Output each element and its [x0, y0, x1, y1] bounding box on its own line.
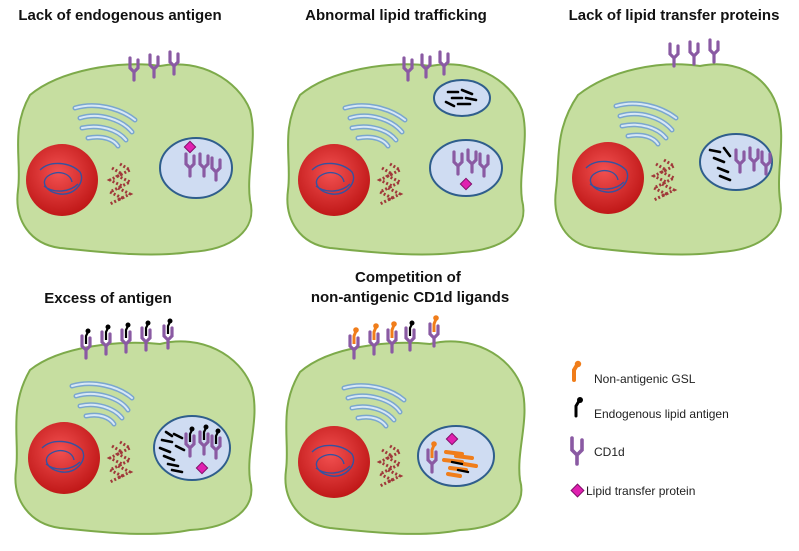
cd1d-with-gsl-icon: [368, 323, 380, 356]
panel-title: Lack of endogenous antigen: [18, 7, 221, 24]
legend-label: CD1d: [594, 445, 625, 459]
cd1d-icon: [438, 50, 450, 76]
panel-lack-transfer: Lack of lipid transfer proteins: [554, 7, 783, 256]
golgi-inner: [615, 102, 677, 145]
chromatin: [311, 162, 355, 195]
cd1d-icon: [128, 56, 140, 82]
legend-item-cd1d: CD1d: [570, 436, 625, 466]
cd1d-with-antigen-icon: [404, 320, 416, 352]
cd1d-endosome-group: [452, 148, 490, 178]
lipid-transfer-protein-icon: [459, 177, 473, 191]
cd1d-icon: [466, 148, 478, 174]
cd1d-icon: [668, 42, 680, 68]
cd1d-icon: [402, 56, 414, 82]
lipid-antigen-cluster: [708, 146, 732, 182]
chromatin: [41, 440, 85, 473]
cd1d-with-gsl-icon: [426, 441, 438, 474]
golgi-inner: [71, 382, 133, 425]
endoplasmic-reticulum: [650, 158, 678, 202]
cd1d-icon: [168, 50, 180, 76]
cd1d-icon: [148, 53, 160, 79]
endoplasmic-reticulum: [106, 162, 134, 206]
cd1d-antigen-surface-group: [80, 318, 174, 360]
chromatin: [585, 160, 629, 193]
cd1d-with-antigen-icon: [120, 322, 132, 354]
legend-item-ltp: Lipid transfer protein: [570, 483, 695, 498]
cd1d-surface-group: [668, 38, 720, 68]
nucleus: [26, 144, 98, 216]
panel-competition: Competition of non-antigenic CD1d ligand…: [284, 269, 526, 535]
cd1d-icon: [734, 148, 746, 174]
cd1d-icon: [420, 53, 432, 79]
cd1d-with-gsl-icon: [386, 321, 398, 354]
cd1d-with-antigen-icon: [80, 328, 92, 360]
cd1d-with-antigen-icon: [100, 324, 112, 356]
nucleus: [298, 426, 370, 498]
cd1d-with-antigen-icon: [210, 428, 222, 460]
cd1d-icon: [478, 152, 490, 178]
cd1d-icon: [452, 150, 464, 176]
cd1d-icon: [760, 150, 772, 176]
panel-lack-endogenous: Lack of endogenous antigen: [16, 7, 254, 256]
nucleus: [28, 422, 100, 494]
golgi-inner: [344, 104, 406, 147]
lipid-transfer-protein-icon: [445, 432, 459, 446]
cd1d-gsl-surface-group: [348, 315, 440, 360]
endosome: [159, 137, 233, 199]
cd1d-with-antigen-icon: [198, 424, 210, 456]
legend-item-antigen: Endogenous lipid antigen: [574, 397, 729, 421]
chromatin: [311, 444, 355, 477]
panel-abnormal-trafficking: Abnormal lipid trafficking: [286, 7, 526, 256]
cd1d-icon: [570, 436, 584, 466]
cd1d-icon: [198, 152, 210, 178]
lipid-antigen-icon: [574, 397, 583, 418]
nucleus: [572, 142, 644, 214]
panel-title: Lack of lipid transfer proteins: [569, 7, 780, 24]
panel-title: Excess of antigen: [44, 290, 172, 307]
gsl-icon: [572, 360, 582, 382]
legend-label: Non-antigenic GSL: [594, 372, 696, 386]
lipid-antigen-cluster: [450, 460, 470, 474]
cd1d-surface-group: [128, 50, 180, 82]
cd1d-icon: [708, 38, 720, 64]
cd1d-icon: [184, 152, 196, 178]
legend-label: Endogenous lipid antigen: [594, 407, 729, 421]
legend-item-gsl: Non-antigenic GSL: [572, 360, 696, 386]
golgi-inner: [74, 104, 136, 147]
panel-excess-antigen: Excess of antigen: [14, 290, 256, 535]
lipid-transfer-protein-icon: [195, 461, 209, 475]
lipid-transfer-protein-icon: [570, 483, 585, 498]
endoplasmic-reticulum: [106, 440, 134, 484]
endoplasmic-reticulum: [376, 444, 404, 488]
cd1d-with-antigen-icon: [140, 320, 152, 352]
cd1d-endosome-group: [184, 152, 222, 182]
cd1d-with-antigen-icon: [184, 426, 196, 458]
chromatin: [39, 162, 83, 195]
cd1d-endosome-group: [734, 146, 772, 176]
lipid-transfer-protein-icon: [183, 140, 197, 154]
golgi-inner: [343, 384, 405, 427]
cd1d-with-antigen-endosome-group: [184, 424, 222, 460]
endosome: [429, 139, 503, 197]
cd1d-icon: [748, 146, 760, 172]
cd1d-icon: [210, 156, 222, 182]
lipid-antigen-cluster: [158, 430, 186, 474]
legend: Non-antigenic GSL Endogenous lipid antig…: [570, 360, 729, 498]
legend-label: Lipid transfer protein: [586, 484, 695, 498]
cd1d-icon: [688, 40, 700, 66]
cd1d-with-antigen-icon: [162, 318, 174, 350]
endoplasmic-reticulum: [376, 162, 404, 206]
panel-title: Competition of non-antigenic CD1d ligand…: [311, 269, 509, 306]
cd1d-with-gsl-icon: [348, 327, 360, 360]
cd1d-surface-group: [402, 50, 450, 82]
cd1d-with-gsl-icon: [428, 315, 440, 348]
lipid-antigen-cluster: [444, 88, 478, 108]
nucleus: [298, 144, 370, 216]
panel-title: Abnormal lipid trafficking: [305, 7, 487, 24]
